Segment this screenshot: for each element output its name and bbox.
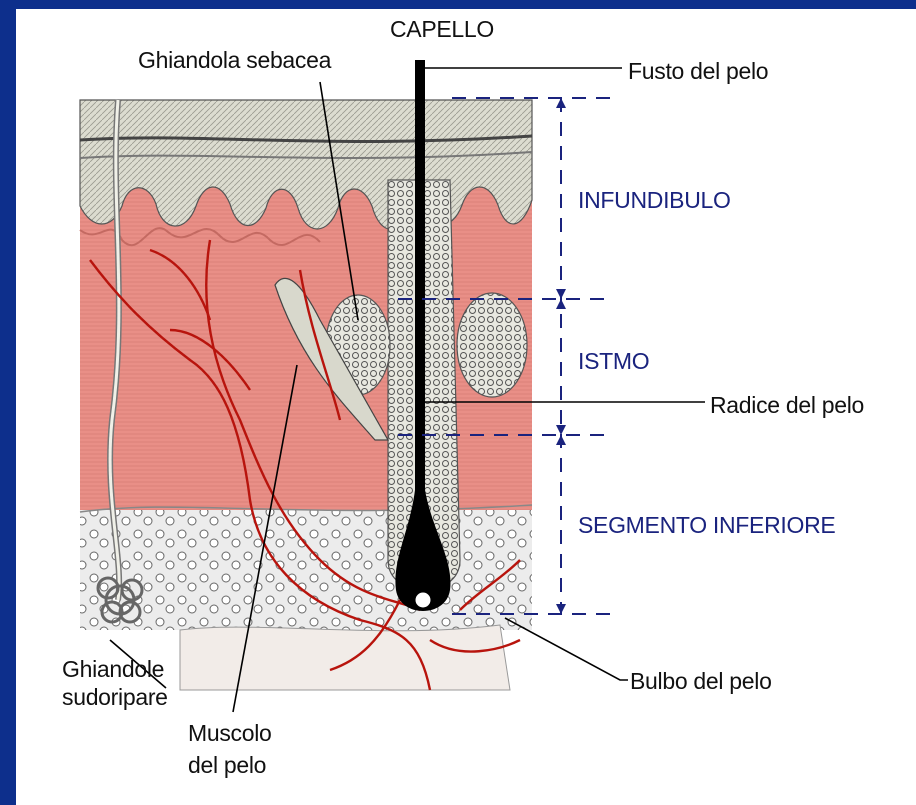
subcutis: [80, 510, 532, 630]
label-ghiandole-sudoripare-2: sudoripare: [62, 684, 168, 710]
label-istmo: ISTMO: [578, 348, 649, 374]
label-infundibulo: INFUNDIBULO: [578, 187, 731, 213]
label-ghiandole-sudoripare-1: Ghiandole: [62, 656, 164, 682]
label-muscolo-2: del pelo: [188, 752, 266, 778]
label-fusto-del-pelo: Fusto del pelo: [628, 58, 768, 84]
leader-bulbo: [505, 618, 628, 680]
label-segmento-inferiore: SEGMENTO INFERIORE: [578, 512, 835, 538]
skin-section: [80, 60, 532, 690]
label-bulbo-del-pelo: Bulbo del pelo: [630, 668, 772, 694]
label-radice-del-pelo: Radice del pelo: [710, 392, 864, 418]
label-ghiandola-sebacea: Ghiandola sebacea: [138, 47, 331, 73]
label-muscolo-1: Muscolo: [188, 720, 272, 746]
label-capello: CAPELLO: [390, 16, 494, 42]
dermal-papilla: [415, 592, 431, 608]
sebaceous-gland-right: [457, 293, 527, 397]
